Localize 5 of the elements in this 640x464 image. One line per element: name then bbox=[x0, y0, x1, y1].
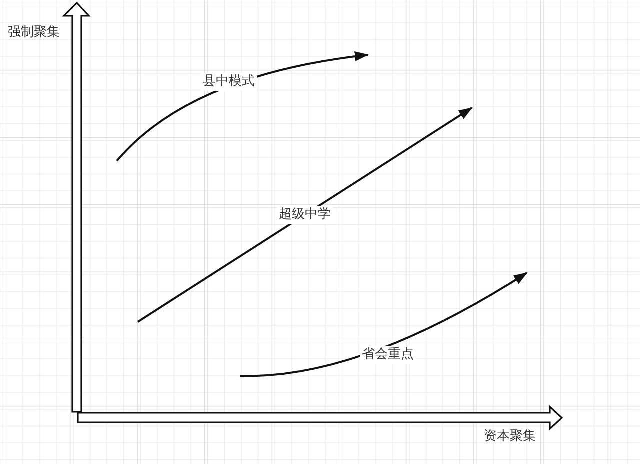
arrow-label: 超级中学 bbox=[277, 206, 333, 224]
axis-title: 强制聚集 bbox=[7, 24, 61, 42]
axis-title: 资本聚集 bbox=[483, 428, 537, 446]
arrow-label: 省会重点 bbox=[360, 346, 416, 364]
arrow-label: 县中模式 bbox=[201, 73, 257, 91]
